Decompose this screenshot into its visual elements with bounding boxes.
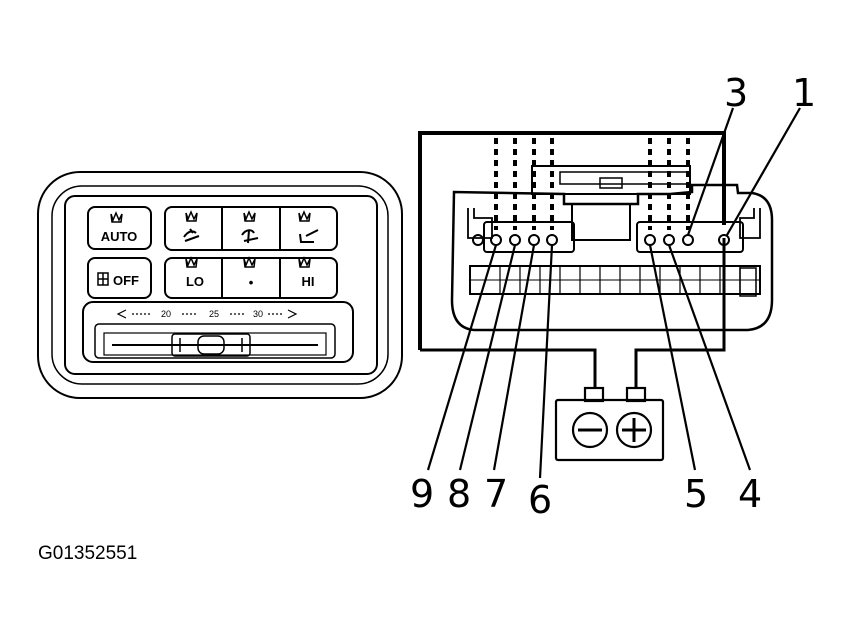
terminal-3-label: 3 — [724, 71, 748, 115]
terminal-9-label: 9 — [410, 472, 434, 516]
connector-housing — [450, 165, 774, 332]
temperature-tick-label: 20 — [161, 309, 171, 319]
terminal-5-pin — [644, 234, 656, 246]
face-vent-icon — [183, 228, 200, 242]
indicator-icon — [110, 211, 123, 223]
battery — [554, 386, 665, 462]
terminal-8-pin — [509, 234, 521, 246]
temperature-tick-label: 25 — [209, 309, 219, 319]
terminal-3-pin — [682, 234, 694, 246]
harness-frame — [418, 131, 726, 350]
fan-hi-label: HI — [302, 274, 315, 289]
foot-vent-icon — [299, 229, 319, 243]
minus-icon — [571, 411, 609, 449]
fan-mid-label: • — [249, 275, 254, 290]
fan-hi-button[interactable]: HI — [298, 256, 315, 289]
figure-code: G01352551 — [38, 543, 137, 564]
fan-lo-label: LO — [186, 274, 204, 289]
plus-icon — [615, 411, 653, 449]
auto-button-label: AUTO — [101, 229, 138, 244]
mode-face-button[interactable] — [183, 210, 200, 242]
fan-off-button-label: OFF — [113, 273, 139, 288]
terminal-4-label: 4 — [738, 472, 762, 516]
mode-foot-button[interactable] — [298, 210, 319, 243]
terminal-5-label: 5 — [684, 472, 708, 516]
terminal-7-label: 7 — [484, 472, 508, 516]
climate-control-panel: AUTO — [37, 171, 403, 399]
fan-lo-button[interactable]: LO — [185, 256, 204, 289]
terminal-7-pin — [528, 234, 540, 246]
mode-button-group — [164, 206, 338, 251]
panel-outer-bezel — [37, 171, 403, 399]
terminal-6-pin — [546, 234, 558, 246]
positive-wire — [634, 238, 726, 388]
fan-off-button[interactable]: OFF — [87, 257, 152, 299]
probe-leads — [494, 138, 690, 230]
mode-bilevel-button[interactable] — [241, 210, 259, 244]
terminal-9-pin — [490, 234, 502, 246]
terminal-4-pin — [663, 234, 675, 246]
terminal-1-pin — [718, 234, 730, 246]
connector-test-diagram: 3 1 9 8 7 6 5 4 — [410, 71, 816, 522]
panel-face — [64, 195, 378, 375]
bilevel-icon — [241, 229, 259, 244]
temperature-slider-knob[interactable] — [171, 333, 251, 357]
temperature-tick-label: 30 — [253, 309, 263, 319]
fan-icon — [97, 272, 109, 286]
terminal-6-label: 6 — [528, 478, 552, 522]
terminal-1-label: 1 — [792, 71, 816, 115]
fan-mid-button[interactable]: • — [243, 256, 256, 290]
panel-inner-bezel — [51, 185, 389, 385]
ground-wire — [420, 348, 597, 388]
auto-button[interactable]: AUTO — [87, 206, 152, 250]
terminal-8-label: 8 — [447, 472, 471, 516]
leader-lines — [426, 107, 801, 479]
temperature-scale: 20 25 30 — [116, 309, 298, 319]
temperature-control: 20 25 30 — [82, 301, 354, 363]
fan-speed-button-group: LO • HI — [164, 256, 338, 299]
